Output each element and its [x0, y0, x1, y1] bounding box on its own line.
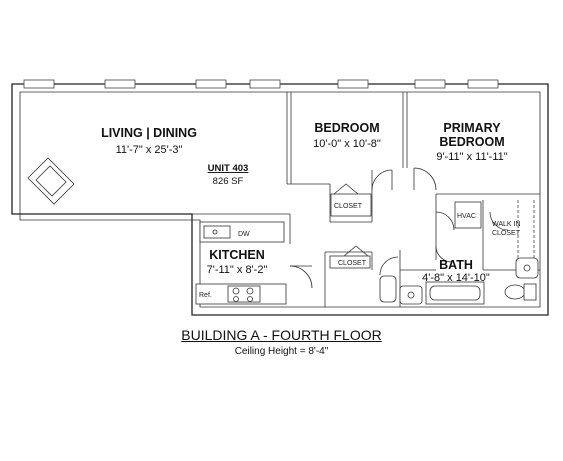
room-name: KITCHEN: [209, 248, 265, 262]
room-bedroom: BEDROOM 10'-0" x 10'-8": [313, 121, 381, 150]
unit-info: UNIT 403 826 SF: [208, 163, 249, 187]
room-bath: BATH 4'-8" x 14'-10": [422, 258, 490, 284]
room-dimensions: 7'-11" x 8'-2": [207, 264, 268, 276]
room-primary-bedroom: PRIMARY BEDROOM 9'-11" x 11'-11": [436, 121, 507, 163]
walk-in-label-1: WALK IN: [492, 221, 521, 228]
fireplace: [27, 157, 75, 205]
interior-walls: [192, 92, 540, 307]
room-living-dining: LIVING | DINING 11'-7" x 25'-3": [101, 126, 197, 156]
floor-title: BUILDING A - FOURTH FLOOR: [181, 327, 382, 343]
room-dimensions: 11'-7" x 25'-3": [116, 144, 183, 156]
unit-area: 826 SF: [213, 176, 244, 187]
room-dimensions: 9'-11" x 11'-11": [436, 151, 507, 163]
room-name: LIVING | DINING: [101, 126, 197, 140]
unit-label: UNIT 403: [208, 163, 249, 174]
room-name: BEDROOM: [314, 121, 379, 135]
exterior-walls: [11, 83, 549, 316]
ceiling-height: Ceiling Height = 8'-4": [234, 346, 329, 357]
kitchen-fixtures: DW Ref.: [195, 221, 287, 305]
room-name-line-1: PRIMARY: [443, 121, 501, 135]
closet-label: CLOSET: [338, 260, 367, 267]
dishwasher-label: DW: [238, 231, 250, 238]
door-swings: [289, 167, 509, 289]
bedroom-closet: CLOSET: [330, 183, 372, 217]
room-dimensions: 10'-0" x 10'-8": [313, 138, 381, 150]
room-name-line-2: BEDROOM: [439, 135, 504, 149]
windows: [23, 79, 499, 89]
walk-in-closet: WALK IN CLOSET: [492, 200, 535, 265]
hvac-label: HVAC: [457, 213, 476, 220]
room-dimensions: 4'-8" x 14'-10": [422, 272, 490, 284]
room-kitchen: KITCHEN 7'-11" x 8'-2": [207, 248, 268, 276]
hvac-unit: HVAC: [454, 201, 482, 229]
room-name: BATH: [439, 258, 473, 272]
hall-closet: CLOSET: [329, 245, 371, 269]
refrigerator-label: Ref.: [199, 292, 212, 299]
closet-label: CLOSET: [334, 203, 363, 210]
bath-fixtures: [379, 257, 539, 305]
walk-in-label-2: CLOSET: [492, 230, 521, 237]
